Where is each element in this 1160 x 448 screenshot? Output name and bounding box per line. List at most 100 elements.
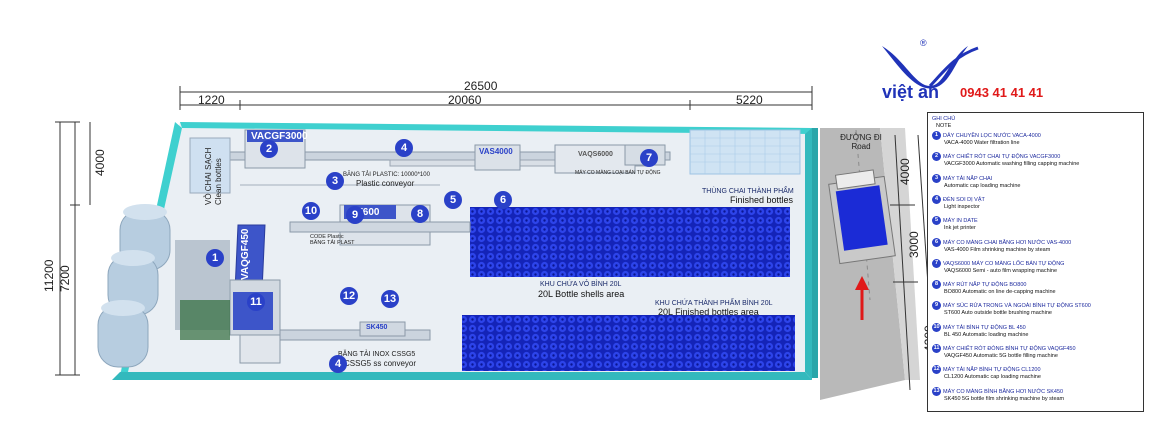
machine-sk450 [359,321,406,337]
legend-item-vi-text: MÁY IN DATE [943,218,978,225]
legend-item-vi-text: MÁY SÚC RỬA TRONG VÀ NGOÀI BÌNH TỰ ĐỘNG … [943,303,1091,310]
legend-item-en: VAQS6000 Semi - auto film wrapping machi… [944,267,1058,274]
finished20-area-label-vi: KHU CHỨA THÀNH PHẨM BÌNH 20L [655,300,773,307]
road-label-en: Road [851,142,871,151]
film-wrap-label: MÁY CO MÀNG LOẠI BÁN TỰ ĐỘNG [575,170,661,176]
marker-13: 13 [381,290,399,308]
dim-top-right: 5220 [736,93,763,107]
legend-item-vi-text: MÁY TẢI NẮP CHAI [943,175,993,182]
brand-phone: 0943 41 41 41 [960,85,1044,100]
finished20-area-label-en: 20L Finished bottles area [658,307,759,317]
machine-vas4000 [474,144,521,171]
clean-bottles-label-vi: VỎ CHAI SẠCH [204,147,213,205]
dim-left-top: 4000 [93,149,107,176]
legend-item-number: 10 [932,322,941,332]
clean-bottles-label-en: Clean bottles [214,158,223,205]
dim-right-top: 4000 [898,158,912,185]
finished-bottles-area [462,315,795,371]
wall-top [180,122,812,134]
inox-conveyor-label-vi: BĂNG TẢI INOX CSSG5 [338,351,416,358]
marker-9: 9 [346,206,364,224]
marker-3: 3 [326,172,344,190]
plastic-conveyor-label-vi: BĂNG TẢI PLASTIC: 10000*100 [343,172,430,178]
legend-item-number: 12 [932,365,941,375]
legend-item-number: 8 [932,280,941,290]
marker-4-bottom: 4 [329,355,347,373]
legend-item-en: VACGF3000 Automatic washing filling capp… [944,161,1080,168]
legend-item-number: 4 [932,194,941,204]
legend-item-vi-text: MÁY CHIẾT RÓT ĐÓNG BÌNH TỰ ĐỘNG VAQGF450 [943,345,1076,352]
code-plastic-label: CODE Plastic [310,234,344,240]
label-vas4000: VAS4000 [479,147,513,156]
legend-item-number: 11 [932,344,941,353]
legend-item-en: VACA-4000 Water filtration line [944,140,1020,146]
label-vaqgf450: VAQGF450 [240,228,251,281]
legend-item-en: VAS-4000 Film shrinking machine by steam [944,246,1051,253]
shells-area-label-vi: KHU CHỨA VỎ BÌNH 20L [540,281,622,288]
legend-item-vi-text: MÁY CO MÀNG BÌNH BẰNG HƠI NƯỚC SK450 [943,388,1064,395]
label-vacgf3000: VACGF3000 [251,131,308,142]
legend-item-number: 3 [932,173,941,183]
marker-10: 10 [302,202,320,220]
inox-conveyor [279,329,431,341]
plastic-conveyor-label-en: Plastic conveyor [356,179,415,188]
marker-8: 8 [411,205,429,223]
dim-top-mid: 20060 [448,93,482,107]
bl450-conveyor [289,221,471,233]
legend-item-en: VAQGF450 Automatic 5G bottle filling mac… [944,353,1058,359]
bottle-shells-area [470,207,790,277]
legend-item-number: 13 [932,386,941,396]
legend-subtitle: NOTE [936,123,952,129]
plastic-conveyor2-label: BĂNG TẢI PLAST [310,240,355,246]
legend-item-en: ST600 Auto outside bottle brushing machi… [944,310,1052,317]
legend-item-vi-text: MÁY RÚT NẮP TỰ ĐỘNG BO800 [943,282,1027,289]
finished-bottles-label-en: Finished bottles [730,195,794,205]
dim-left-outer: 11200 [42,259,56,292]
legend-item-vi-text: MÁY TẢI BÌNH TỰ ĐỘNG BL 450 [943,324,1026,331]
legend-item-en: Light inspector [944,203,980,210]
dim-right-mid: 3000 [907,231,921,258]
legend-item-en: CL1200 Automatic cap loading machine [944,374,1041,381]
shells-area-label-en: 20L Bottle shells area [538,289,625,299]
brand-logo-mark [882,46,968,89]
machine-vaqs6000 [554,144,636,174]
marker-12: 12 [340,287,358,305]
legend-item-en: Automatic cap loading machine [944,182,1021,189]
legend-item-number: 6 [932,237,941,247]
wall-bottom [112,372,812,380]
legend-item-number: 7 [932,258,941,268]
legend-item-number: 9 [932,301,941,311]
marker-5: 5 [444,191,462,209]
wall-right [805,128,812,380]
marker-1: 1 [206,249,224,267]
finished-bottles-label-vi: THÙNG CHAI THÀNH PHẨM [702,188,794,195]
road-label-vi: ĐƯỜNG ĐI [840,133,882,142]
dim-left-inner: 7200 [58,265,72,292]
marker-6: 6 [494,191,512,209]
finished-bottle-cartons [689,129,801,175]
legend-item-number: 1 [932,131,941,140]
legend-item-number: 2 [932,152,941,162]
marker-2: 2 [260,140,278,158]
